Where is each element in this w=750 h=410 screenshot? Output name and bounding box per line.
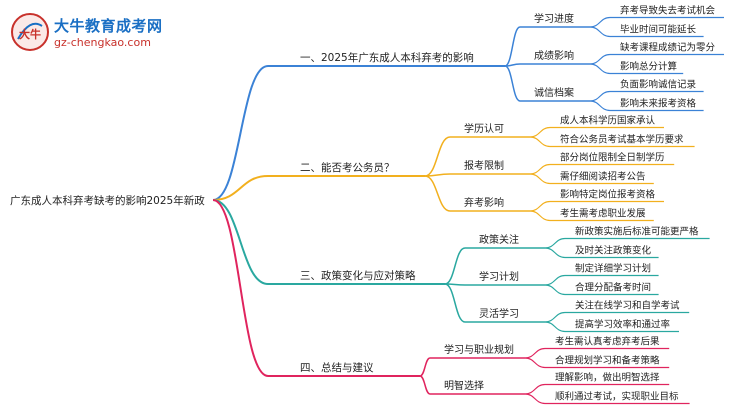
leaf-link: [524, 357, 546, 369]
root-node[interactable]: 广东成人本科弃考缺考的影响2025年新政: [10, 194, 205, 207]
leaf-node[interactable]: 影响总分计算: [620, 61, 677, 73]
child-node[interactable]: 成绩影响: [534, 49, 574, 62]
leaf-link: [529, 200, 551, 212]
leaf-node[interactable]: 缺考课程成绩记为零分: [620, 42, 716, 54]
child-link: [419, 357, 431, 377]
child-node[interactable]: 诚信档案: [534, 86, 574, 99]
leaf-node[interactable]: 理解影响，做出明智选择: [555, 372, 660, 384]
leaf-node[interactable]: 合理分配备考时间: [575, 282, 651, 294]
leaf-node[interactable]: 影响特定岗位报考资格: [560, 189, 656, 201]
child-node[interactable]: 报考限制: [464, 159, 504, 172]
leaf-link: [589, 53, 611, 65]
branch-node[interactable]: 二、能否考公务员？: [300, 161, 395, 174]
branch-link: [212, 199, 269, 377]
leaf-link: [529, 173, 551, 185]
child-node[interactable]: 弃考影响: [464, 196, 504, 209]
leaf-link: [589, 63, 611, 75]
child-link: [424, 136, 451, 177]
leaf-node[interactable]: 关注在线学习和自学考试: [575, 300, 680, 312]
child-link: [504, 26, 521, 67]
leaf-link: [529, 210, 551, 222]
logo-mark-icon: 大牛: [11, 13, 49, 51]
leaf-node[interactable]: 毕业时间可能延长: [620, 24, 697, 36]
leaf-node[interactable]: 需仔细阅读招考公告: [560, 171, 646, 183]
leaf-link: [544, 237, 566, 249]
logo-mark-text: 大牛: [19, 27, 41, 41]
leaf-link: [544, 274, 566, 286]
branch-node[interactable]: 一、2025年广东成人本科弃考的影响: [300, 51, 474, 64]
site-logo[interactable]: 大牛 大牛教育成考网 gz-chengkao.com: [10, 12, 170, 54]
child-link: [419, 375, 431, 395]
branch-node[interactable]: 三、政策变化与应对策略: [300, 269, 416, 282]
leaf-node[interactable]: 提高学习效率和通过率: [575, 319, 671, 331]
logo-site-name: 大牛教育成考网: [54, 17, 163, 35]
leaf-link: [524, 383, 546, 395]
child-link: [504, 65, 521, 102]
child-node[interactable]: 学习与职业规划: [444, 343, 514, 356]
leaf-node[interactable]: 符合公务员考试基本学历要求: [560, 134, 684, 146]
leaf-link: [589, 26, 611, 38]
branch-node[interactable]: 四、总结与建议: [300, 361, 374, 374]
leaf-link: [544, 321, 566, 333]
leaf-link: [544, 247, 566, 259]
leaf-node[interactable]: 考生需考虑职业发展: [560, 208, 646, 220]
child-link: [444, 247, 466, 285]
mind-map-links: [212, 16, 724, 405]
branch-link: [212, 65, 269, 201]
branch-link: [212, 199, 269, 285]
child-node[interactable]: 学历认可: [464, 122, 504, 135]
child-node[interactable]: 政策关注: [479, 233, 519, 246]
child-node[interactable]: 学习进度: [534, 12, 574, 25]
child-node[interactable]: 学习计划: [479, 270, 519, 283]
leaf-node[interactable]: 新政策实施后标准可能更严格: [575, 226, 699, 238]
leaf-link: [589, 100, 611, 112]
leaf-link: [589, 90, 611, 102]
leaf-node[interactable]: 负面影响诚信记录: [620, 79, 697, 91]
leaf-link: [524, 347, 546, 359]
leaf-node[interactable]: 考生需认真考虑弃考后果: [555, 336, 660, 348]
child-link: [444, 283, 466, 323]
branch-link: [212, 175, 269, 201]
leaf-link: [529, 126, 551, 138]
leaf-node[interactable]: 影响未来报考资格: [620, 98, 697, 110]
logo-site-url: gz-chengkao.com: [54, 36, 151, 49]
leaf-node[interactable]: 及时关注政策变化: [575, 245, 652, 257]
leaf-node[interactable]: 弃考导致失去考试机会: [620, 5, 716, 17]
leaf-node[interactable]: 成人本科学历国家承认: [560, 115, 656, 127]
mind-map-labels: 广东成人本科弃考缺考的影响2025年新政一、2025年广东成人本科弃考的影响学习…: [10, 5, 716, 403]
leaf-link: [524, 393, 546, 405]
leaf-node[interactable]: 顺利通过考试，实现职业目标: [555, 391, 679, 403]
leaf-node[interactable]: 合理规划学习和备考策略: [555, 355, 660, 367]
leaf-link: [529, 163, 551, 175]
leaf-link: [544, 284, 566, 296]
leaf-node[interactable]: 制定详细学习计划: [575, 263, 651, 275]
child-node[interactable]: 灵活学习: [479, 307, 519, 320]
leaf-link: [529, 136, 551, 148]
child-node[interactable]: 明智选择: [444, 379, 484, 392]
child-link: [424, 175, 451, 212]
leaf-link: [544, 311, 566, 323]
leaf-link: [589, 16, 611, 28]
leaf-node[interactable]: 部分岗位限制全日制学历: [560, 152, 665, 164]
